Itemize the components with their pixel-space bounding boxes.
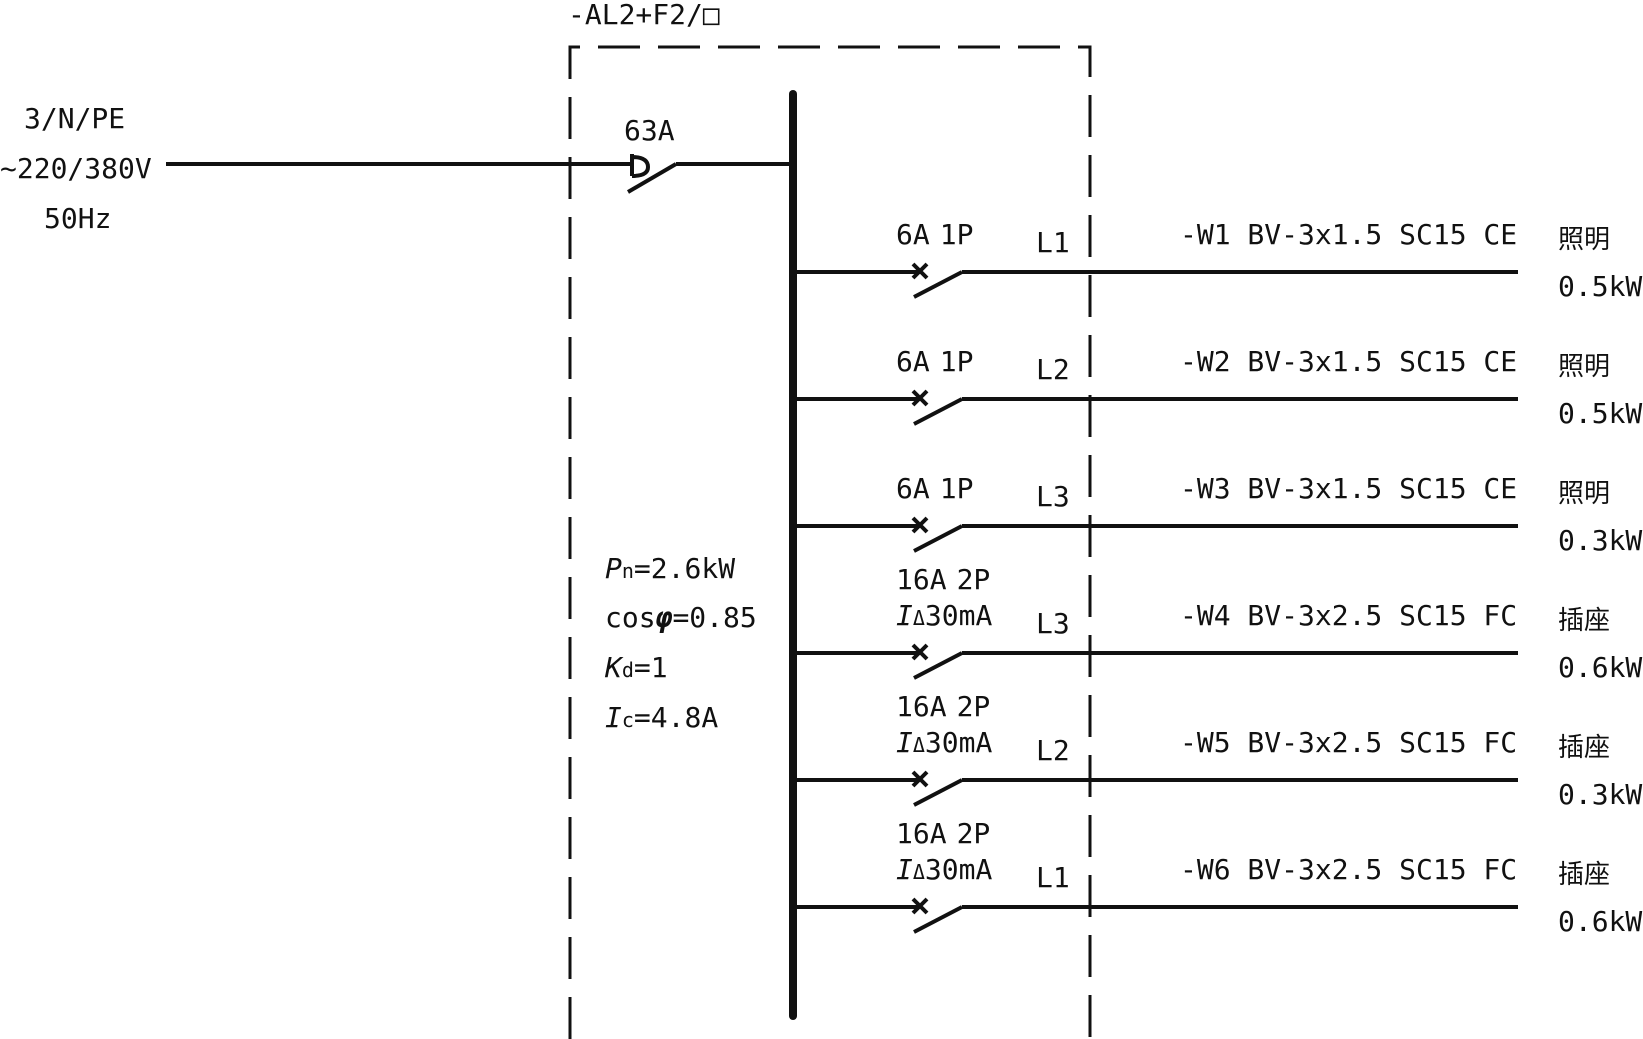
cable-spec: -W6 BV-3x2.5 SC15 FC: [1180, 853, 1517, 886]
load-power: 0.3kW: [1558, 778, 1642, 811]
param-cos: cosφ=0.85: [605, 601, 757, 634]
breaker-contact: [913, 270, 963, 299]
breaker-contact: [913, 778, 963, 807]
cable-spec: -W3 BV-3x1.5 SC15 CE: [1180, 472, 1517, 505]
main-breaker: [166, 154, 790, 194]
breaker-contact: [913, 397, 963, 426]
cable-spec: -W5 BV-3x2.5 SC15 FC: [1180, 726, 1517, 759]
panel-enclosure: [568, 45, 1092, 1039]
load-type: 照明: [1558, 352, 1610, 382]
param-pn: Pn=2.6kW: [605, 552, 735, 585]
main-breaker-rating: 63A: [624, 114, 675, 147]
load-type: 照明: [1558, 225, 1610, 255]
supply-frequency: 50Hz: [44, 202, 111, 235]
supply-system: 3/N/PE: [24, 102, 125, 135]
load-power: 0.5kW: [1558, 397, 1642, 430]
breaker-trip-icon: [911, 389, 929, 407]
phase-label: L1: [1036, 226, 1070, 259]
phase-label: L3: [1036, 607, 1070, 640]
breaker-contact: [913, 524, 963, 553]
param-ic: Ic=4.8A: [605, 701, 718, 734]
breaker-trip-icon: [911, 262, 929, 280]
load-power: 0.5kW: [1558, 270, 1642, 303]
breaker-trip-icon: [911, 643, 929, 661]
phase-label: L3: [1036, 480, 1070, 513]
phase-label: L2: [1036, 734, 1070, 767]
panel-label: -AL2+F2/□: [568, 0, 720, 31]
breaker-trip-icon: [911, 516, 929, 534]
load-power: 0.6kW: [1558, 651, 1642, 684]
breaker-trip-icon: [911, 897, 929, 915]
panel-parameters: Pn=2.6kW cosφ=0.85 Kd=1 Ic=4.8A: [604, 552, 757, 734]
breaker-contact: [913, 651, 963, 680]
load-type: 照明: [1558, 479, 1610, 509]
cable-spec: -W1 BV-3x1.5 SC15 CE: [1180, 218, 1517, 251]
breaker-contact: [913, 905, 963, 934]
load-type: 插座: [1558, 860, 1610, 890]
phase-label: L2: [1036, 353, 1070, 386]
load-type: 插座: [1558, 733, 1610, 763]
load-power: 0.6kW: [1558, 905, 1642, 938]
cable-spec: -W4 BV-3x2.5 SC15 FC: [1180, 599, 1517, 632]
rcd-sensitivity: IΔ30mA: [896, 853, 992, 886]
load-type: 插座: [1558, 606, 1610, 636]
breaker-trip-icon: [911, 770, 929, 788]
param-kd: Kd=1: [604, 651, 668, 684]
rcd-sensitivity: IΔ30mA: [896, 599, 992, 632]
rcd-sensitivity: IΔ30mA: [896, 726, 992, 759]
phase-label: L1: [1036, 861, 1070, 894]
supply-voltage: ~220/380V: [0, 152, 152, 185]
cable-spec: -W2 BV-3x1.5 SC15 CE: [1180, 345, 1517, 378]
load-power: 0.3kW: [1558, 524, 1642, 557]
